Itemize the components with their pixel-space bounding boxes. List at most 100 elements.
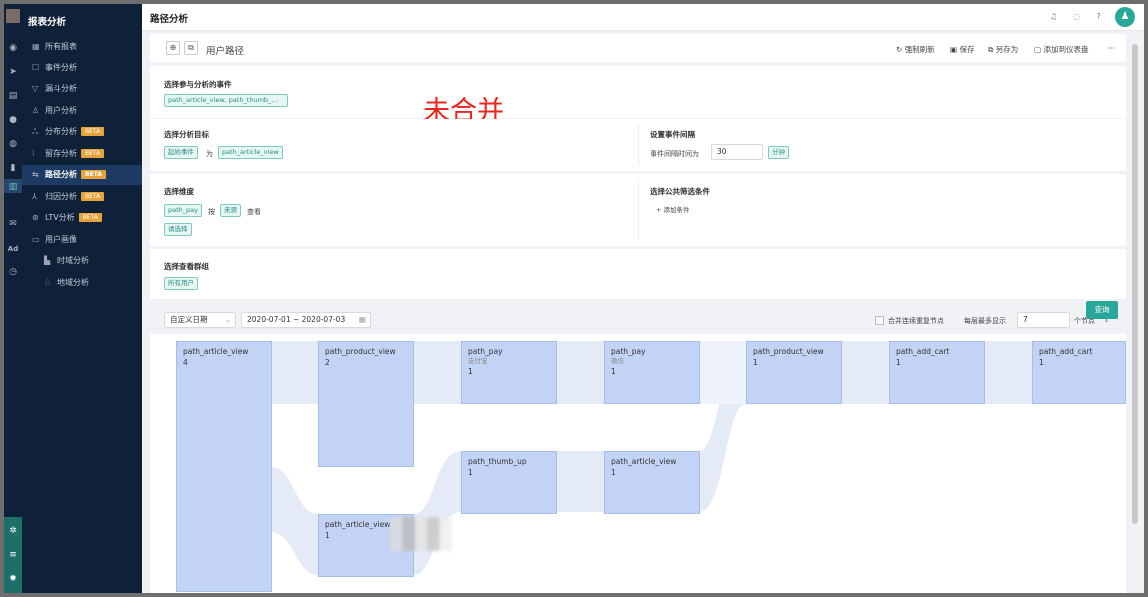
- sidebar-item-time[interactable]: ▙时域分析: [22, 251, 142, 271]
- events-tag[interactable]: path_article_view, path_thumb_...: [164, 94, 288, 107]
- send-icon[interactable]: ➤: [9, 67, 17, 77]
- save-as-button[interactable]: ⧉ 另存为: [988, 44, 1018, 55]
- merge-checkbox[interactable]: [875, 316, 884, 325]
- add-dashboard-button[interactable]: ▢ 添加到仪表盘: [1034, 44, 1088, 55]
- avatar[interactable]: ♟: [1115, 7, 1135, 27]
- gear-icon[interactable]: ✹: [9, 574, 17, 584]
- scrollbar[interactable]: [1132, 44, 1138, 524]
- date-range-picker[interactable]: 2020-07-01 ~ 2020-07-03▦: [241, 312, 371, 328]
- sidebar-item-label: 事件分析: [45, 63, 77, 72]
- bookmark-icon[interactable]: ▮: [10, 163, 16, 173]
- sidebar-item-region[interactable]: ♘地域分析: [22, 273, 142, 293]
- node-count: 1: [468, 367, 473, 376]
- dashboard-add-icon: ▢: [1034, 45, 1042, 54]
- save-button[interactable]: ▣ 保存: [950, 44, 974, 55]
- main-content: ⊕ ⧉ 用户路径 ↻ 强制刷新 ▣ 保存 ⧉ 另存为 ▢ 添加到仪表盘 ··· …: [150, 31, 1126, 593]
- target-type-tag[interactable]: 起始事件: [164, 146, 198, 159]
- copy-icon[interactable]: ⧉: [184, 41, 198, 55]
- refresh-button[interactable]: ↻ 强制刷新: [896, 44, 935, 55]
- sidebar-item-label: 路径分析: [45, 170, 77, 179]
- dimension-tag[interactable]: 来源: [220, 204, 241, 217]
- divider: [638, 125, 639, 165]
- node-unit-label: 个节点: [1074, 317, 1095, 325]
- save-label: 保存: [959, 45, 975, 54]
- interval-input[interactable]: 30: [711, 144, 763, 160]
- table-icon[interactable]: ▤: [8, 91, 18, 101]
- ad-icon[interactable]: Ad: [7, 245, 19, 253]
- person-icon[interactable]: ●: [9, 115, 17, 125]
- save-icon: ▣: [950, 45, 958, 54]
- dimension-select-tag[interactable]: 请选择: [164, 223, 192, 236]
- sankey-node[interactable]: path_product_view 1: [746, 341, 842, 404]
- sankey-node[interactable]: path_article_view 1: [604, 451, 700, 514]
- sidebar-item-portrait[interactable]: ▭用户画像: [22, 230, 142, 250]
- chat-icon[interactable]: ✉: [9, 219, 17, 229]
- settings-gear-icon[interactable]: ✲: [9, 526, 17, 536]
- node-count: 1: [753, 358, 758, 367]
- beta-badge: BETA: [78, 213, 102, 222]
- sidebar-item-label: 地域分析: [57, 278, 89, 287]
- sankey-chart: 自定义日期⌄ 2020-07-01 ~ 2020-07-03▦ 合并连续重复节点…: [150, 312, 1126, 593]
- interval-unit-tag[interactable]: 分钟: [768, 146, 789, 159]
- sidebar-item-label: 分布分析: [45, 127, 77, 136]
- sidebar-item-event[interactable]: ☐事件分析: [22, 58, 142, 78]
- group-icon[interactable]: ◍: [9, 139, 17, 149]
- sankey-link: [556, 341, 604, 404]
- node-count: 1: [1039, 358, 1044, 367]
- report-name: 用户路径: [206, 46, 245, 57]
- dimension-event-tag[interactable]: path_pay: [164, 204, 202, 217]
- refresh-label: 强制刷新: [904, 45, 935, 54]
- dimension-by: 按: [208, 208, 215, 216]
- max-nodes-input[interactable]: 7: [1017, 312, 1070, 328]
- date-mode-select[interactable]: 自定义日期⌄: [164, 312, 236, 328]
- calendar-icon: ▦: [358, 315, 366, 324]
- sidebar-item-all-reports[interactable]: ▦所有报表: [22, 37, 142, 57]
- merge-label: 合并连续重复节点: [888, 317, 944, 325]
- blurred-watermark: [390, 517, 452, 551]
- dimension-panel: 选择维度 path_pay 按 来源 查看 请选择 选择公共筛选条件 + 添加条…: [150, 174, 1126, 246]
- add-condition-button[interactable]: + 添加条件: [656, 206, 690, 214]
- message-icon[interactable]: ◌: [1073, 12, 1080, 21]
- chart-icon: ▙: [44, 256, 51, 265]
- query-button[interactable]: 查询: [1086, 301, 1118, 319]
- clock-icon[interactable]: ◷: [9, 267, 17, 277]
- node-name: path_product_view: [753, 347, 824, 356]
- help-icon[interactable]: ?: [1096, 12, 1101, 21]
- group-tag[interactable]: 所有用户: [164, 277, 198, 290]
- node-count: 1: [896, 358, 901, 367]
- attribution-icon: ⅄: [32, 192, 37, 201]
- dashboard-icon[interactable]: ◉: [9, 43, 17, 53]
- more-button[interactable]: ···: [1108, 44, 1116, 53]
- sidebar-item-user[interactable]: ♙用户分析: [22, 101, 142, 121]
- sankey-link: [985, 341, 1032, 404]
- target-event-tag[interactable]: path_article_view: [218, 146, 283, 159]
- list-icon[interactable]: ≡: [9, 550, 17, 560]
- rail-active-indicator: [4, 179, 22, 193]
- ltv-icon: ⊛: [32, 213, 39, 222]
- add-icon[interactable]: ⊕: [166, 41, 180, 55]
- node-count: 1: [611, 468, 616, 477]
- node-name: path_article_view: [611, 457, 677, 466]
- bar-chart-icon[interactable]: ▥: [8, 182, 18, 192]
- group-title: 选择查看群组: [164, 262, 209, 271]
- report-icon: ▦: [32, 42, 40, 51]
- target-panel: 选择分析目标 起始事件 为 path_article_view 设置事件间隔 事…: [150, 119, 1126, 171]
- download-icon[interactable]: ⤓: [1105, 315, 1109, 323]
- sidebar-item-funnel[interactable]: ▽漏斗分析: [22, 79, 142, 99]
- sidebar-item-label: 留存分析: [45, 149, 77, 158]
- interval-title: 设置事件间隔: [650, 130, 695, 139]
- bell-icon[interactable]: ♫: [1049, 12, 1058, 21]
- node-name: path_pay: [468, 347, 503, 356]
